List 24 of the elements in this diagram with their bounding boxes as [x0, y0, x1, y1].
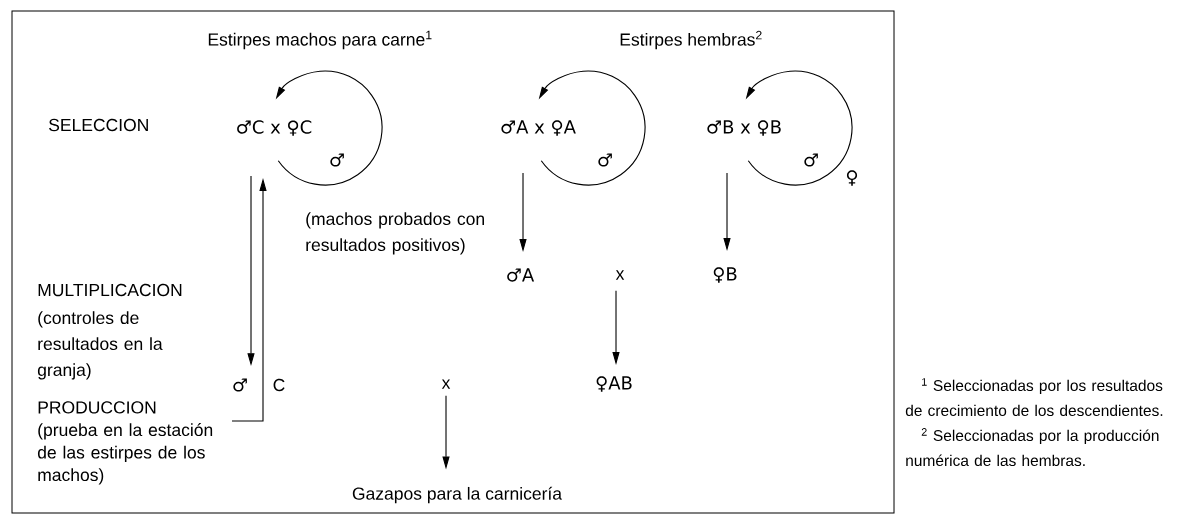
column-heading: Estirpes hembras$^{2}$ — [620, 30, 762, 50]
footnote: $^{2}$ Seleccionadas por la producción numérica de las hembras. — [906, 428, 1159, 467]
sex-symbol: ♂ — [233, 378, 247, 392]
sex-symbol: ♂ — [330, 153, 344, 167]
stage-label: PRODUCCION (prueba en la estación de las estirpes de los machos) — [37, 401, 213, 485]
cross-sign: x — [615, 270, 625, 280]
genotype-label: ♂A x ♀A — [501, 120, 576, 136]
sex-symbol: ♂ — [598, 153, 612, 167]
column-heading: Estirpes machos para carne$^{1}$ — [208, 30, 432, 50]
stage-label: SELECCION — [49, 118, 148, 132]
note-text: (controles de resultados en la granja) — [37, 311, 163, 380]
genotype-label: ♂A — [507, 268, 535, 282]
genotype-label: ♀B — [713, 267, 737, 283]
sex-symbol: ♀ — [846, 170, 858, 186]
strain-letter: C — [273, 378, 285, 392]
stage-label: MULTIPLICACION — [38, 283, 182, 297]
genotype-label: ♀AB — [596, 376, 632, 392]
note-text: (machos probados con resultados positivos) — [306, 212, 484, 255]
product-label: Gazapos para la carnicería — [352, 486, 563, 504]
genotype-label: ♂B x ♀B — [707, 120, 781, 136]
footnote: $^{1}$ Seleccionadas por los resultados de crecimiento de los descendientes. — [905, 378, 1163, 417]
sex-symbol: ♂ — [804, 153, 818, 167]
genotype-label: ♂C x ♀C — [237, 120, 312, 136]
cross-sign: x — [441, 379, 451, 389]
